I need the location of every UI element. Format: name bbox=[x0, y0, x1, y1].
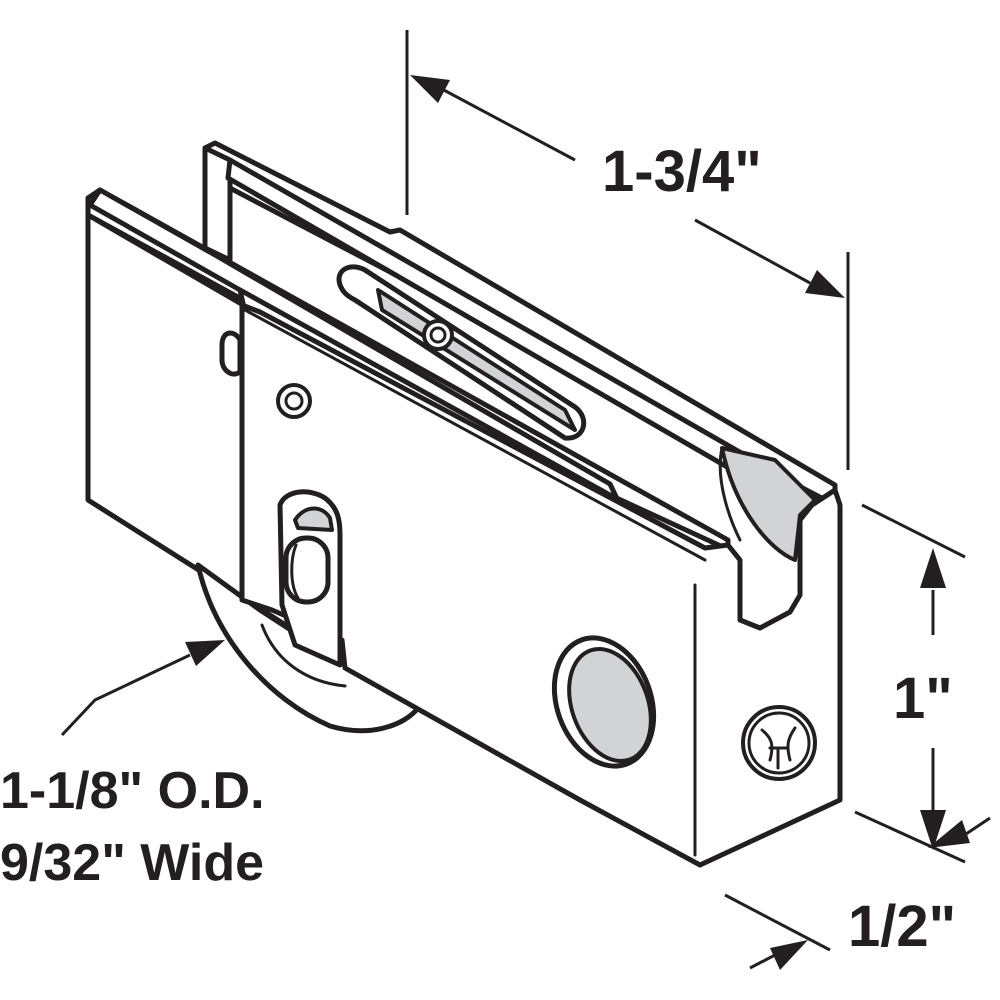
dimension-width bbox=[724, 816, 991, 970]
side-stub bbox=[219, 330, 243, 377]
adjustment-slot bbox=[336, 264, 587, 441]
rivet-top bbox=[276, 383, 312, 419]
height-label: 1" bbox=[893, 666, 953, 731]
length-label: 1-3/4" bbox=[602, 139, 762, 204]
wheel-leader-line bbox=[60, 640, 225, 737]
axle-pin bbox=[277, 489, 343, 668]
dimension-length bbox=[405, 30, 850, 470]
front-bracket bbox=[239, 302, 843, 868]
width-label: 1/2" bbox=[848, 894, 956, 959]
wheel-width-label: 9/32" Wide bbox=[0, 834, 264, 892]
mounting-hole bbox=[551, 635, 657, 769]
dimension-height bbox=[854, 503, 966, 864]
wheel-od-label: 1-1/8" O.D. bbox=[0, 762, 265, 820]
screw-head bbox=[741, 705, 817, 781]
